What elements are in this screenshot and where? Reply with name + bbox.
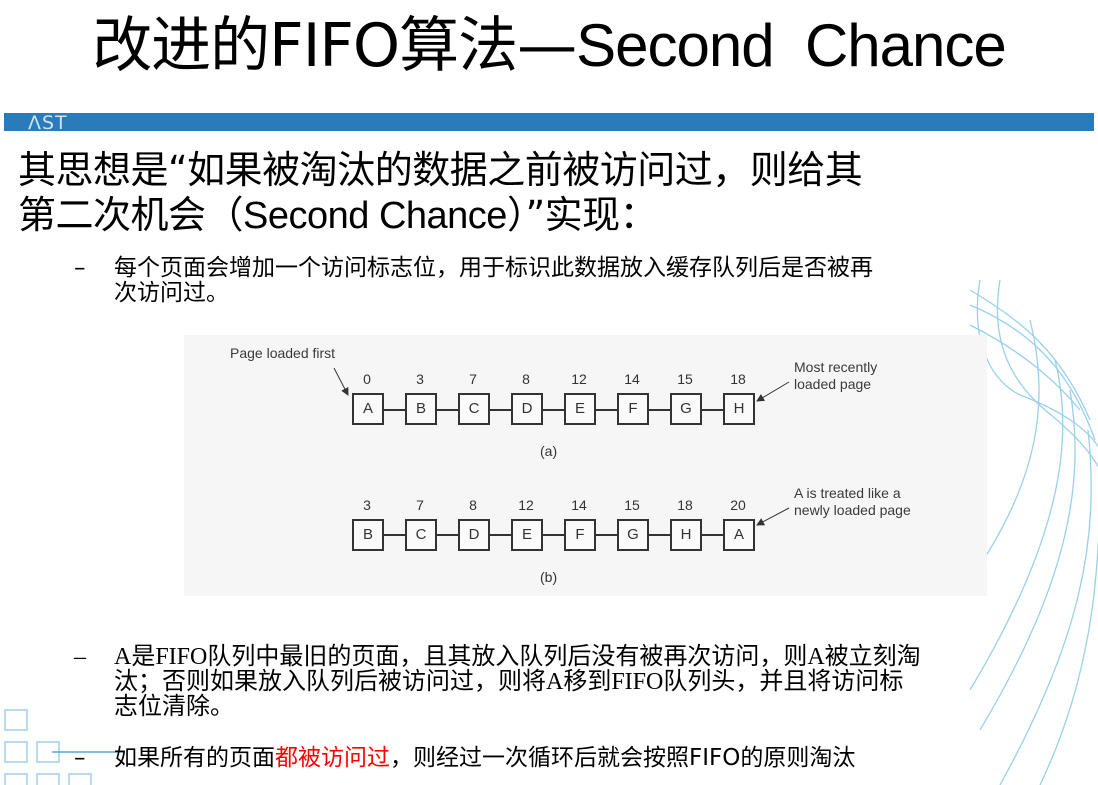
page-box: F	[617, 393, 649, 425]
bullet-highlight: 都被访问过	[275, 745, 390, 771]
page-box: A	[723, 519, 755, 551]
label-most-recently-loaded: Most recently loaded page	[794, 359, 877, 393]
page-box: B	[405, 393, 437, 425]
page-time: 12	[571, 371, 587, 387]
bullet-line: A是FIFO队列中最旧的页面，且其放入队列后没有被再次访问，则A被立刻淘	[114, 644, 921, 670]
page-time: 12	[518, 497, 534, 513]
page-box: A	[352, 393, 384, 425]
queue-link	[649, 534, 670, 536]
bullet-text-b: ，则经过一次循环后就会按照FIFO的原则淘汰	[390, 745, 856, 771]
page-box: H	[723, 393, 755, 425]
page-box: E	[511, 519, 543, 551]
bullet-dash: –	[74, 644, 86, 670]
queue-link	[437, 409, 458, 411]
label-line: A is treated like a	[794, 485, 901, 501]
heading-line-2: 第二次机会（Second Chance）”实现：	[18, 193, 1078, 239]
page-box: C	[405, 519, 437, 551]
bullet-line: 次访问过。	[114, 280, 229, 306]
diagram-arrows-icon	[333, 367, 790, 526]
queue-link	[702, 409, 723, 411]
bullet-text: A是FIFO队列中最旧的页面，且其放入队列后没有被再次访问，则A被立刻淘 汰；否…	[114, 645, 1064, 720]
page-box: G	[670, 393, 702, 425]
header-logo: ΛST	[28, 114, 68, 131]
decorative-curves-icon	[969, 280, 1098, 785]
page-time: 14	[624, 371, 640, 387]
page-time: 14	[571, 497, 587, 513]
label-treated-like-new: A is treated like a newly loaded page	[794, 485, 911, 519]
page-box: D	[511, 393, 543, 425]
page-box: F	[564, 519, 596, 551]
heading-line-2-cn-a: 第二次机会（	[18, 193, 244, 237]
label-line: newly loaded page	[794, 502, 911, 518]
bullet-line: 汰；否则如果放入队列后被访问过，则将A移到FIFO队列头，并且将访问标	[114, 669, 904, 695]
page-time: 7	[416, 497, 424, 513]
slide-heading: 其思想是“如果被淘汰的数据之前被访问过，则给其 第二次机会（Second Cha…	[18, 148, 1078, 239]
heading-line-2-cn-b: ）”实现：	[506, 193, 658, 237]
page-box: B	[352, 519, 384, 551]
page-time: 15	[677, 371, 693, 387]
bullet-dash: –	[74, 255, 86, 281]
bullet-dash: –	[74, 745, 86, 771]
bullet-line: 志位清除。	[114, 694, 234, 720]
label-line: Most recently	[794, 359, 878, 375]
label-line: loaded page	[794, 376, 872, 392]
queue-link	[384, 534, 405, 536]
bullet-line: 每个页面会增加一个访问标志位，用于标识此数据放入缓存队列后是否被再	[114, 255, 873, 281]
bullet-text-a: 如果所有的页面	[114, 745, 275, 771]
page-time: 8	[469, 497, 477, 513]
slide-title-cn: 改进的FIFO算法—	[92, 11, 577, 81]
queue-link	[543, 534, 564, 536]
page-time: 3	[363, 497, 371, 513]
slide-title-en: Second Chance	[576, 12, 1007, 79]
page-time: 18	[730, 371, 746, 387]
page-time: 3	[416, 371, 424, 387]
caption-b: (b)	[540, 569, 558, 585]
queue-link	[490, 409, 511, 411]
page-time: 15	[624, 497, 640, 513]
second-chance-diagram: Page loaded first Most recently loaded p…	[184, 335, 987, 596]
queue-link	[384, 409, 405, 411]
decorative-squares-icon	[4, 709, 125, 785]
page-time: 7	[469, 371, 477, 387]
caption-a: (a)	[540, 443, 558, 459]
page-box: C	[458, 393, 490, 425]
heading-line-1: 其思想是“如果被淘汰的数据之前被访问过，则给其	[18, 148, 863, 192]
queue-link	[490, 534, 511, 536]
heading-line-2-en: Second Chance	[243, 195, 507, 237]
page-box: G	[617, 519, 649, 551]
queue-link	[649, 409, 670, 411]
queue-link	[543, 409, 564, 411]
page-time: 18	[677, 497, 693, 513]
queue-link	[437, 534, 458, 536]
slide-title: 改进的FIFO算法—Second Chance	[0, 6, 1098, 86]
page-box: D	[458, 519, 490, 551]
bullet-text: 每个页面会增加一个访问标志位，用于标识此数据放入缓存队列后是否被再 次访问过。	[114, 256, 1064, 306]
page-box: H	[670, 519, 702, 551]
queue-link	[702, 534, 723, 536]
bullet-text: 如果所有的页面都被访问过，则经过一次循环后就会按照FIFO的原则淘汰	[114, 746, 1064, 771]
queue-link	[596, 409, 617, 411]
page-time: 8	[522, 371, 530, 387]
label-page-loaded-first: Page loaded first	[230, 345, 336, 361]
page-time: 0	[363, 371, 371, 387]
queue-link	[596, 534, 617, 536]
page-time: 20	[730, 497, 746, 513]
page-box: E	[564, 393, 596, 425]
header-bar	[4, 113, 1094, 131]
